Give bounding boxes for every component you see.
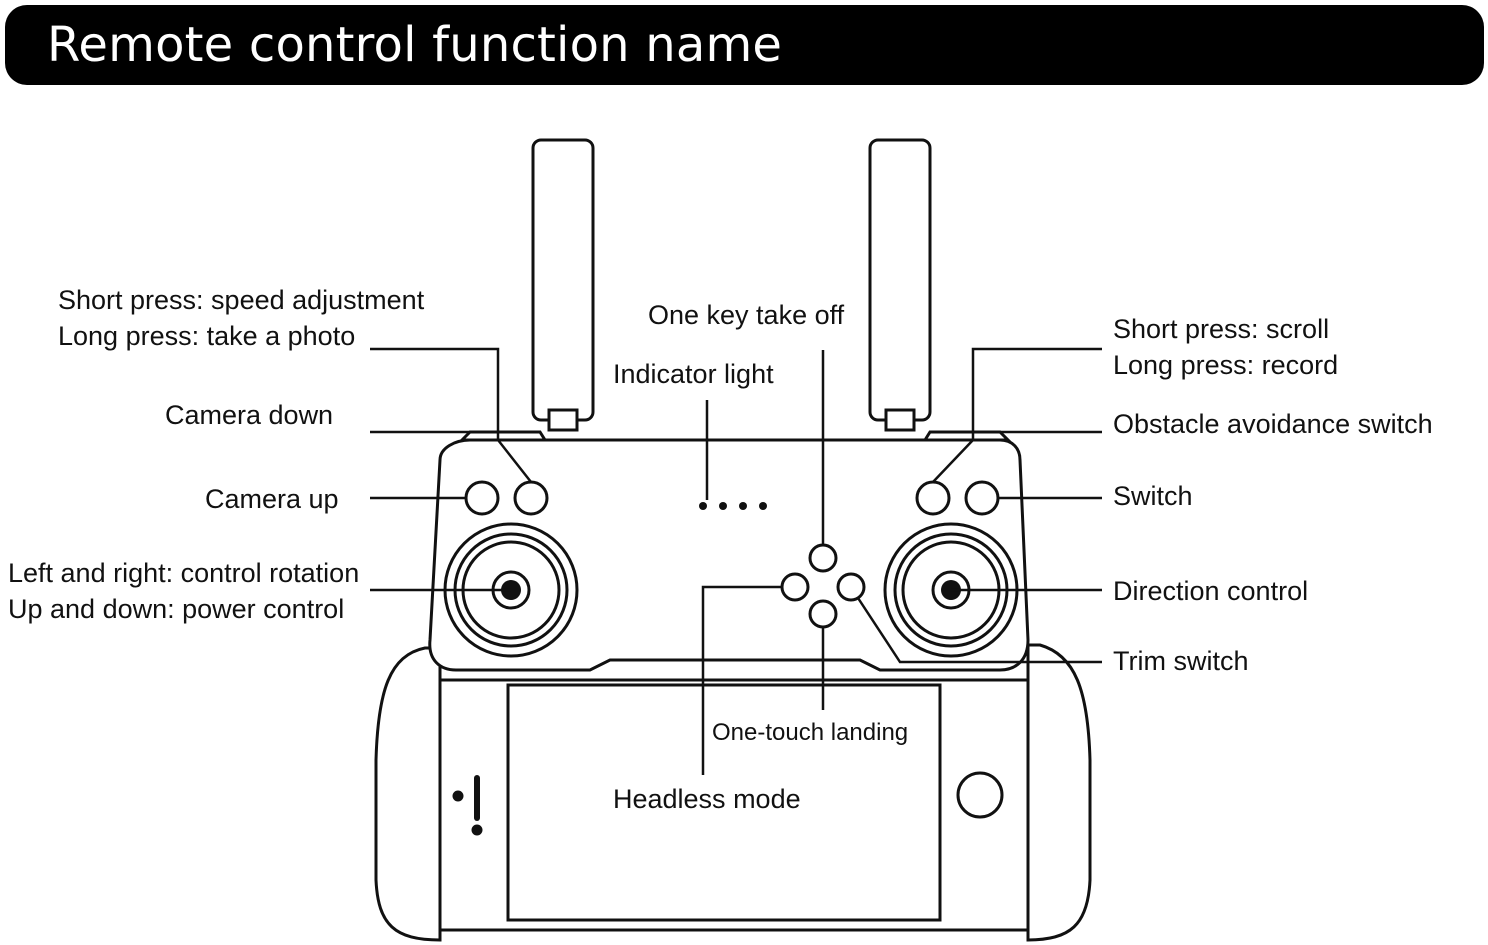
label-one-touch-landing: One-touch landing: [712, 719, 909, 746]
switch-button[interactable]: [964, 480, 1000, 516]
headless-button[interactable]: [780, 572, 810, 602]
indicator-lights: [699, 502, 767, 510]
label-power: Up and down: power control: [8, 594, 345, 624]
title-bar: Remote control function name: [5, 5, 1484, 85]
camera-up-button[interactable]: [464, 480, 500, 516]
leader-lines: [370, 347, 1102, 775]
phone-button: [956, 771, 1004, 819]
label-direction-control: Direction control: [1113, 576, 1309, 606]
phone-screen: [506, 683, 942, 922]
right-grip: [1026, 643, 1092, 942]
left-antenna: [531, 138, 595, 432]
label-switch: Switch: [1113, 481, 1193, 511]
controller-body: [428, 438, 1030, 672]
phone-camera-dot: [452, 790, 464, 802]
label-record-long: Long press: record: [1113, 350, 1339, 380]
landing-button[interactable]: [808, 599, 838, 629]
trim-button[interactable]: [836, 572, 866, 602]
right-antenna: [868, 138, 932, 432]
label-camera-up: Camera up: [205, 484, 339, 514]
label-speed-long: Long press: take a photo: [58, 321, 356, 351]
label-indicator-light: Indicator light: [613, 359, 774, 389]
label-obstacle-avoidance: Obstacle avoidance switch: [1113, 409, 1433, 439]
page-title: Remote control function name: [47, 17, 783, 73]
scroll-record-button[interactable]: [915, 480, 951, 516]
phone-sensor-dot: [471, 824, 483, 836]
label-trim-switch: Trim switch: [1113, 646, 1249, 676]
label-one-key-takeoff: One key take off: [648, 300, 845, 330]
left-grip: [374, 646, 442, 942]
takeoff-button[interactable]: [808, 543, 838, 573]
label-headless-mode: Headless mode: [613, 784, 801, 814]
speed-photo-button[interactable]: [513, 480, 549, 516]
label-speed-short: Short press: speed adjustment: [58, 285, 425, 315]
label-camera-down: Camera down: [165, 400, 334, 430]
label-scroll-short: Short press: scroll: [1113, 314, 1330, 344]
label-rotation: Left and right: control rotation: [8, 558, 360, 588]
